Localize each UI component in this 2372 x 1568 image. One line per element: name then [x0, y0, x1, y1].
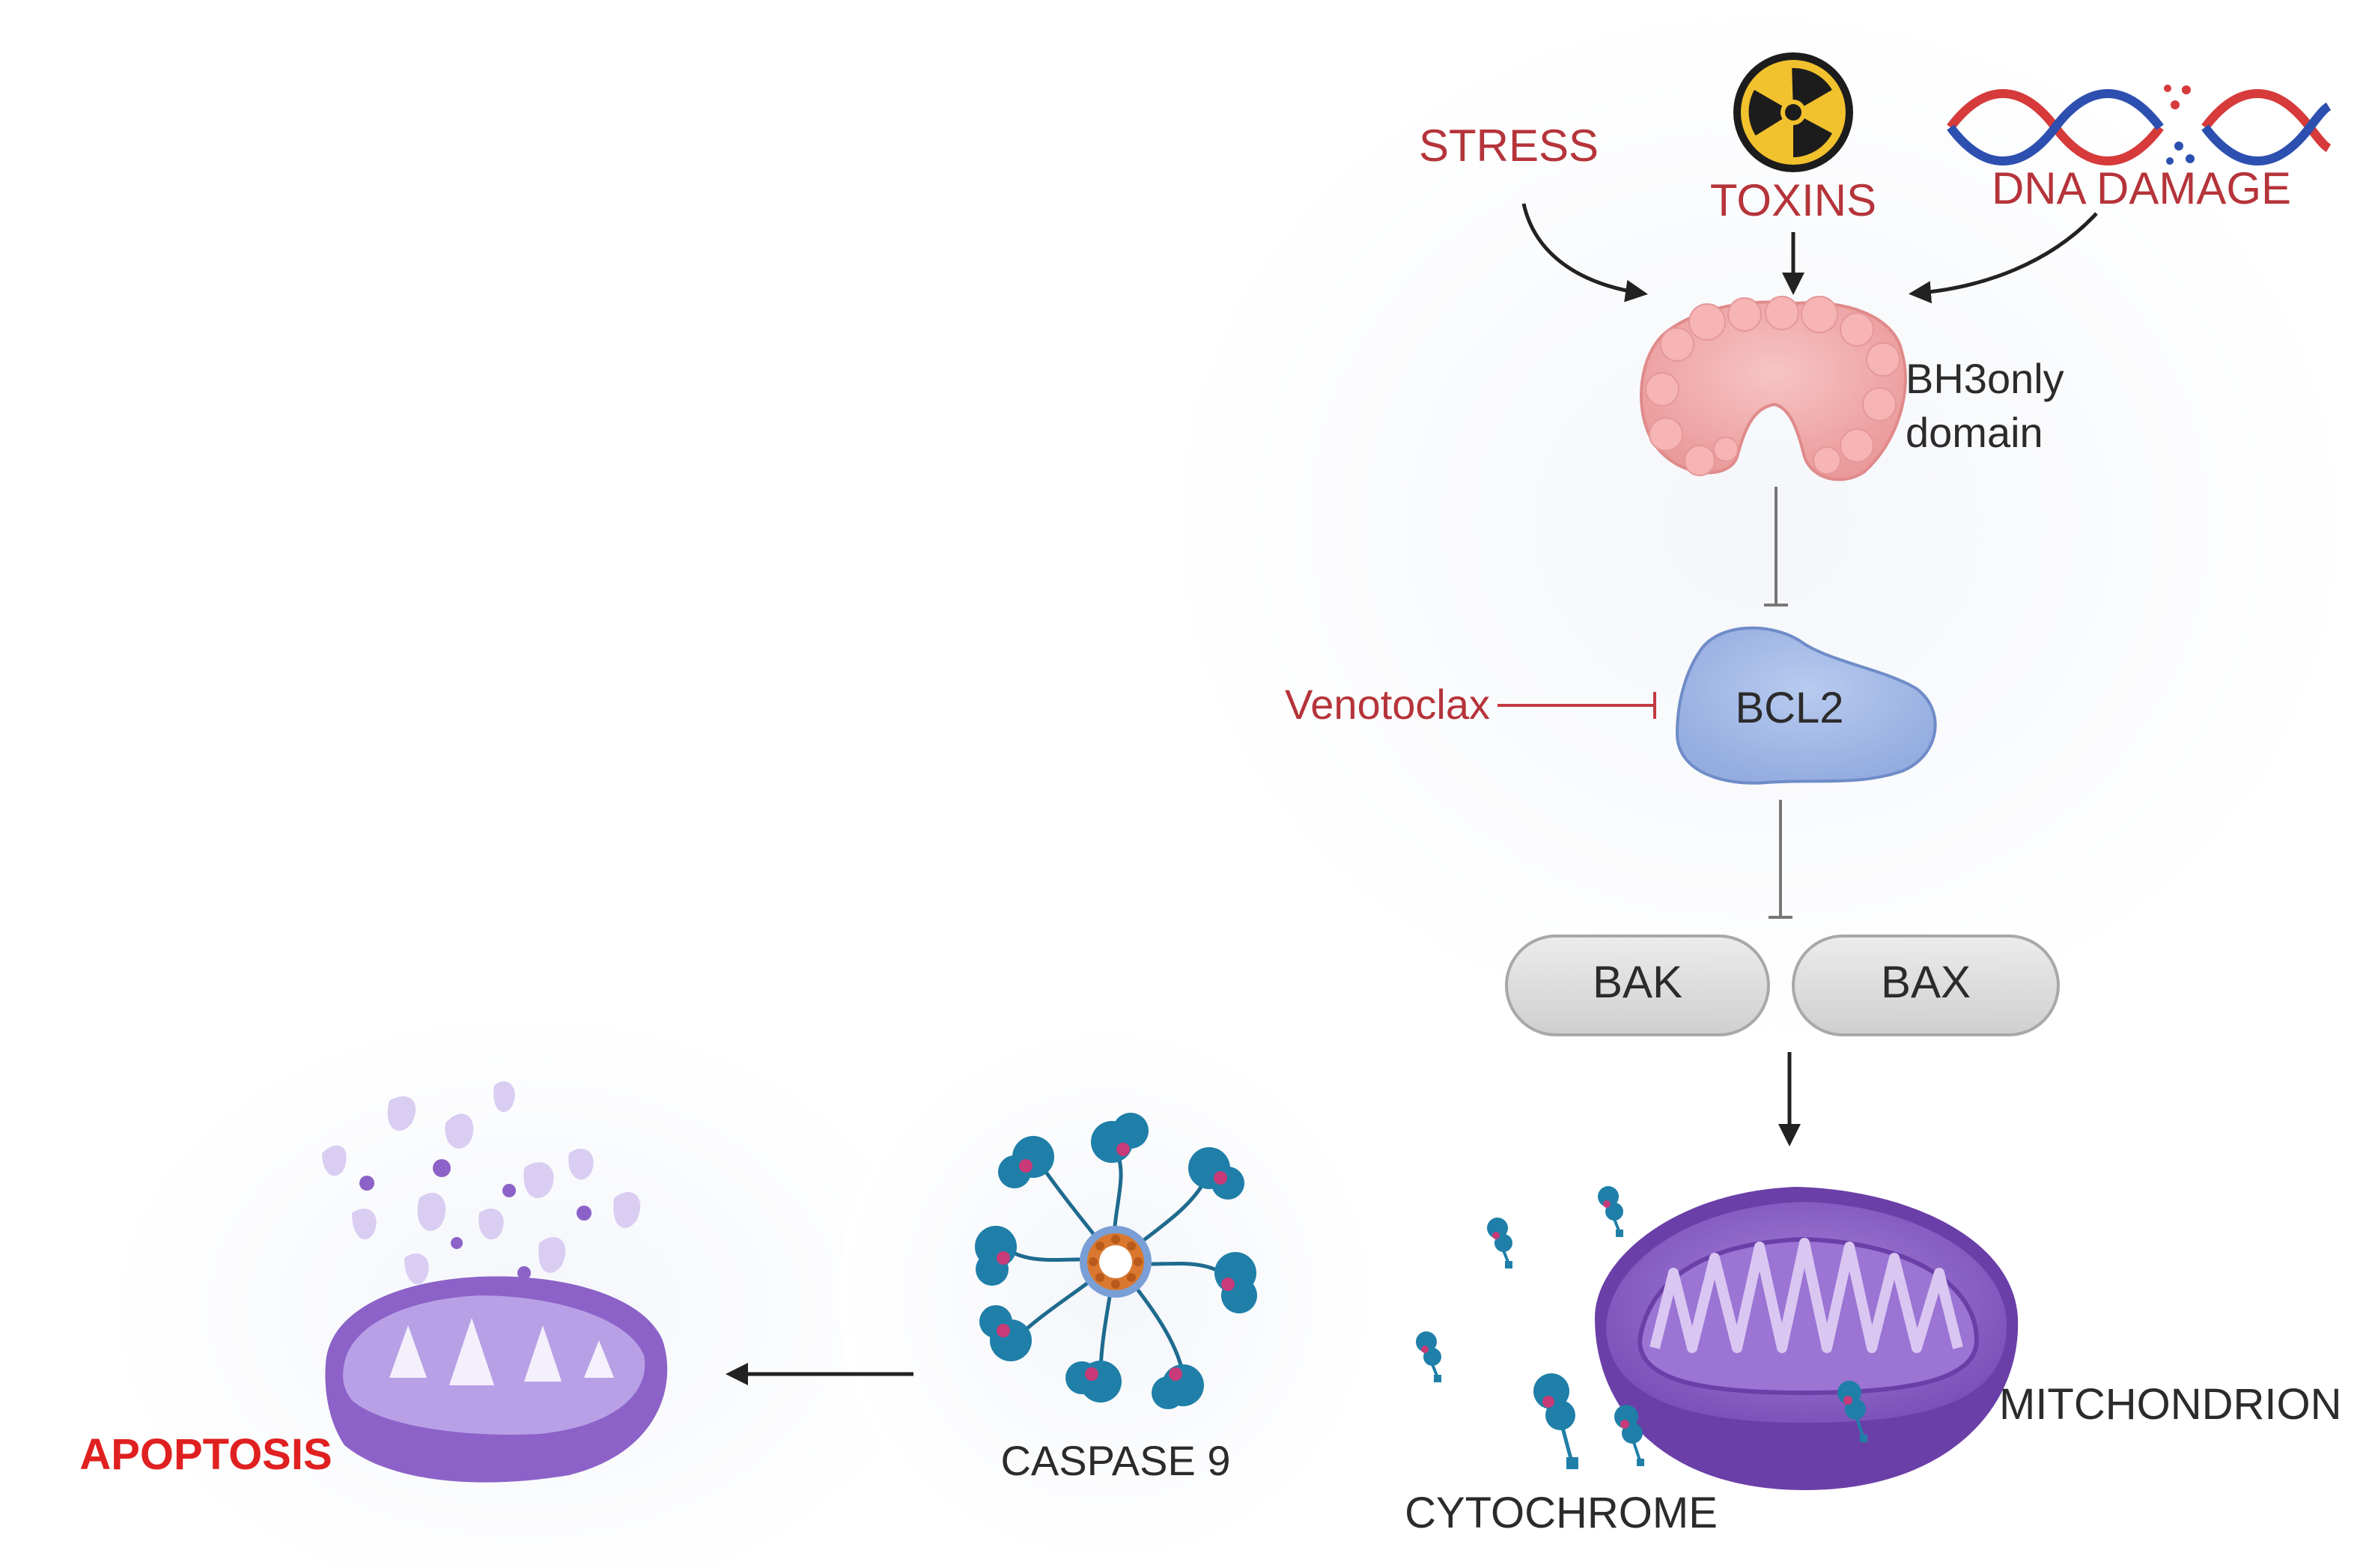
mitochondrion-illustration — [1595, 1187, 2019, 1490]
radiation-hazard-icon — [1733, 52, 1853, 172]
toxins-label: TOXINS — [1710, 175, 1876, 225]
mitochondrion-label: MITCHONDRION — [1999, 1380, 2342, 1429]
bax-capsule — [1792, 935, 2060, 1036]
bh3only-label: BH3only — [1906, 355, 2064, 402]
dna-damage-arrow — [1909, 212, 2098, 304]
broken-dna-helix-icon — [1947, 85, 2332, 165]
bak-capsule — [1505, 935, 1770, 1036]
dna-damage-label: DNA DAMAGE — [1992, 163, 2291, 213]
caspase9-apoptosome — [975, 1113, 1257, 1409]
cytochrome-molecules — [1416, 1186, 1867, 1469]
bak-label: BAK — [1593, 957, 1682, 1007]
stress-label: STRESS — [1419, 121, 1599, 171]
bcl2-label: BCL2 — [1735, 684, 1843, 732]
bcl2-protein — [1675, 626, 1937, 785]
caspase9-label: CASPASE 9 — [1000, 1437, 1230, 1484]
cytochrome-label: CYTOCHROME — [1405, 1489, 1718, 1537]
background-blob — [1161, 0, 2359, 1048]
domain-label: domain — [1906, 409, 2043, 456]
bax-label: BAX — [1881, 957, 1971, 1007]
apoptosis-label: APOPTOSIS — [79, 1430, 332, 1479]
apoptotic-mitochondrion-illustration — [322, 1081, 668, 1483]
venetoclax-label: Venotoclax — [1285, 681, 1490, 728]
bh3only-protein — [1640, 296, 1907, 481]
stress-arrow — [1521, 203, 1648, 303]
